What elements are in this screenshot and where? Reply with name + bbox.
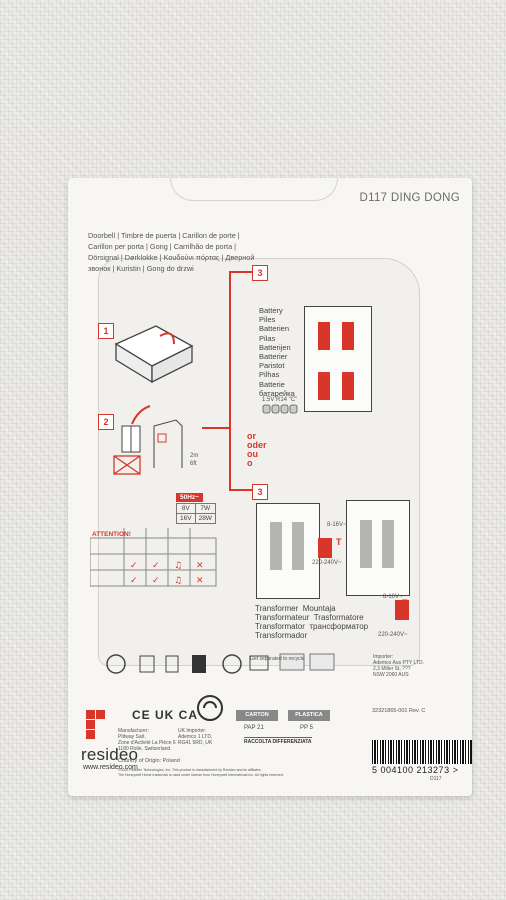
copyright-text: ©2022 Resideo Technologies, Inc. This pr… <box>118 768 284 777</box>
plastica-label: PLASTICA <box>288 710 330 721</box>
carton-label: CARTON <box>236 710 278 721</box>
transformer-right <box>395 600 409 620</box>
product-code: D117 DING DONG <box>359 192 460 204</box>
resideo-logo-icon <box>86 710 105 739</box>
voltage-high-right: 220-240V~ <box>378 632 408 638</box>
brand-name: resideo <box>81 745 139 764</box>
svg-text:♫: ♫ <box>174 561 182 571</box>
transformer-legend: Transformer Mountaja Transformateur Tras… <box>255 604 369 640</box>
distance-label: 2m 6ft <box>190 453 199 467</box>
chime-battery-diagram <box>304 306 372 412</box>
transformer-left <box>318 538 332 558</box>
battery-icons <box>262 404 298 414</box>
recycle-note: Get separated to recycle <box>250 656 305 662</box>
or-label: or oder ou o <box>247 431 267 468</box>
power-w-1: 7W <box>194 503 216 514</box>
power-v-1: 8V <box>176 503 196 514</box>
step-2-badge: 2 <box>98 414 114 430</box>
attention-label: ATTENTION! <box>92 531 131 538</box>
transformer-key-right: T <box>402 598 408 608</box>
step-3-badge-top: 3 <box>252 265 268 281</box>
battery-spec: 1.5V R14 "C" <box>262 397 298 403</box>
part-number: 32321865-001 Rev. C <box>372 708 426 714</box>
barcode-digits: 5 004100 213273 > <box>372 765 459 775</box>
raccolta-label: RACCOLTA DIFFERENZIATA <box>244 737 312 745</box>
pap-code: PAP 21 <box>244 725 264 731</box>
barcode <box>372 740 472 764</box>
product-names: Doorbell | Timbre de puerta | Carillon d… <box>88 231 255 273</box>
compliance-marks: CE UK CA <box>132 708 199 722</box>
country-of-origin: Country of Origin: Poland <box>118 758 180 764</box>
pp-code: PP 5 <box>300 725 313 731</box>
importer-au: Importer: Ademco Aus PTY LTD. 2,3 Miller… <box>373 654 424 678</box>
power-w-2: 28W <box>194 513 216 524</box>
hang-tab <box>170 178 338 201</box>
step-1-badge: 1 <box>98 323 114 339</box>
svg-text:♫: ♫ <box>174 576 182 586</box>
green-dot-icon <box>197 695 223 721</box>
svg-text:✓: ✓ <box>152 576 160 586</box>
voltage-low-left: 8-16V~ <box>327 522 347 528</box>
power-v-2: 16V <box>176 513 196 524</box>
compatibility-grid: ✓ ✓ ♫ ✓ ✓ ♫ ✕ ✕ <box>90 528 217 587</box>
voltage-low-right: 8-16V~ <box>383 594 403 600</box>
freq-label: 50Hz~ <box>176 493 203 502</box>
manufacturer-info: Manufacturer: Pittway Sarl, Zone d'Activ… <box>118 728 176 752</box>
svg-text:✕: ✕ <box>196 561 204 571</box>
brand-website: www.resideo.com <box>83 764 138 771</box>
barcode-suffix: D117 <box>430 776 442 782</box>
chime-wiring-right <box>346 500 410 596</box>
housing-illustration <box>114 325 194 384</box>
chime-wiring-left <box>256 503 320 599</box>
svg-text:✕: ✕ <box>196 576 204 586</box>
mounting-illustration <box>113 405 183 475</box>
svg-text:✓: ✓ <box>152 561 160 571</box>
step-3-badge-bottom: 3 <box>252 484 268 500</box>
transformer-key-left: T <box>336 537 342 547</box>
battery-languages: Battery Piles Batterien Pilas Batterijen… <box>259 306 295 398</box>
disposal-icons-row <box>106 653 335 674</box>
uk-importer-info: UK Importer: Ademco 1 LTD, RG41 5RD, UK <box>178 728 213 746</box>
voltage-high-left: 220-240V~ <box>312 560 342 566</box>
svg-text:✓: ✓ <box>130 576 138 586</box>
svg-text:✓: ✓ <box>130 561 138 571</box>
